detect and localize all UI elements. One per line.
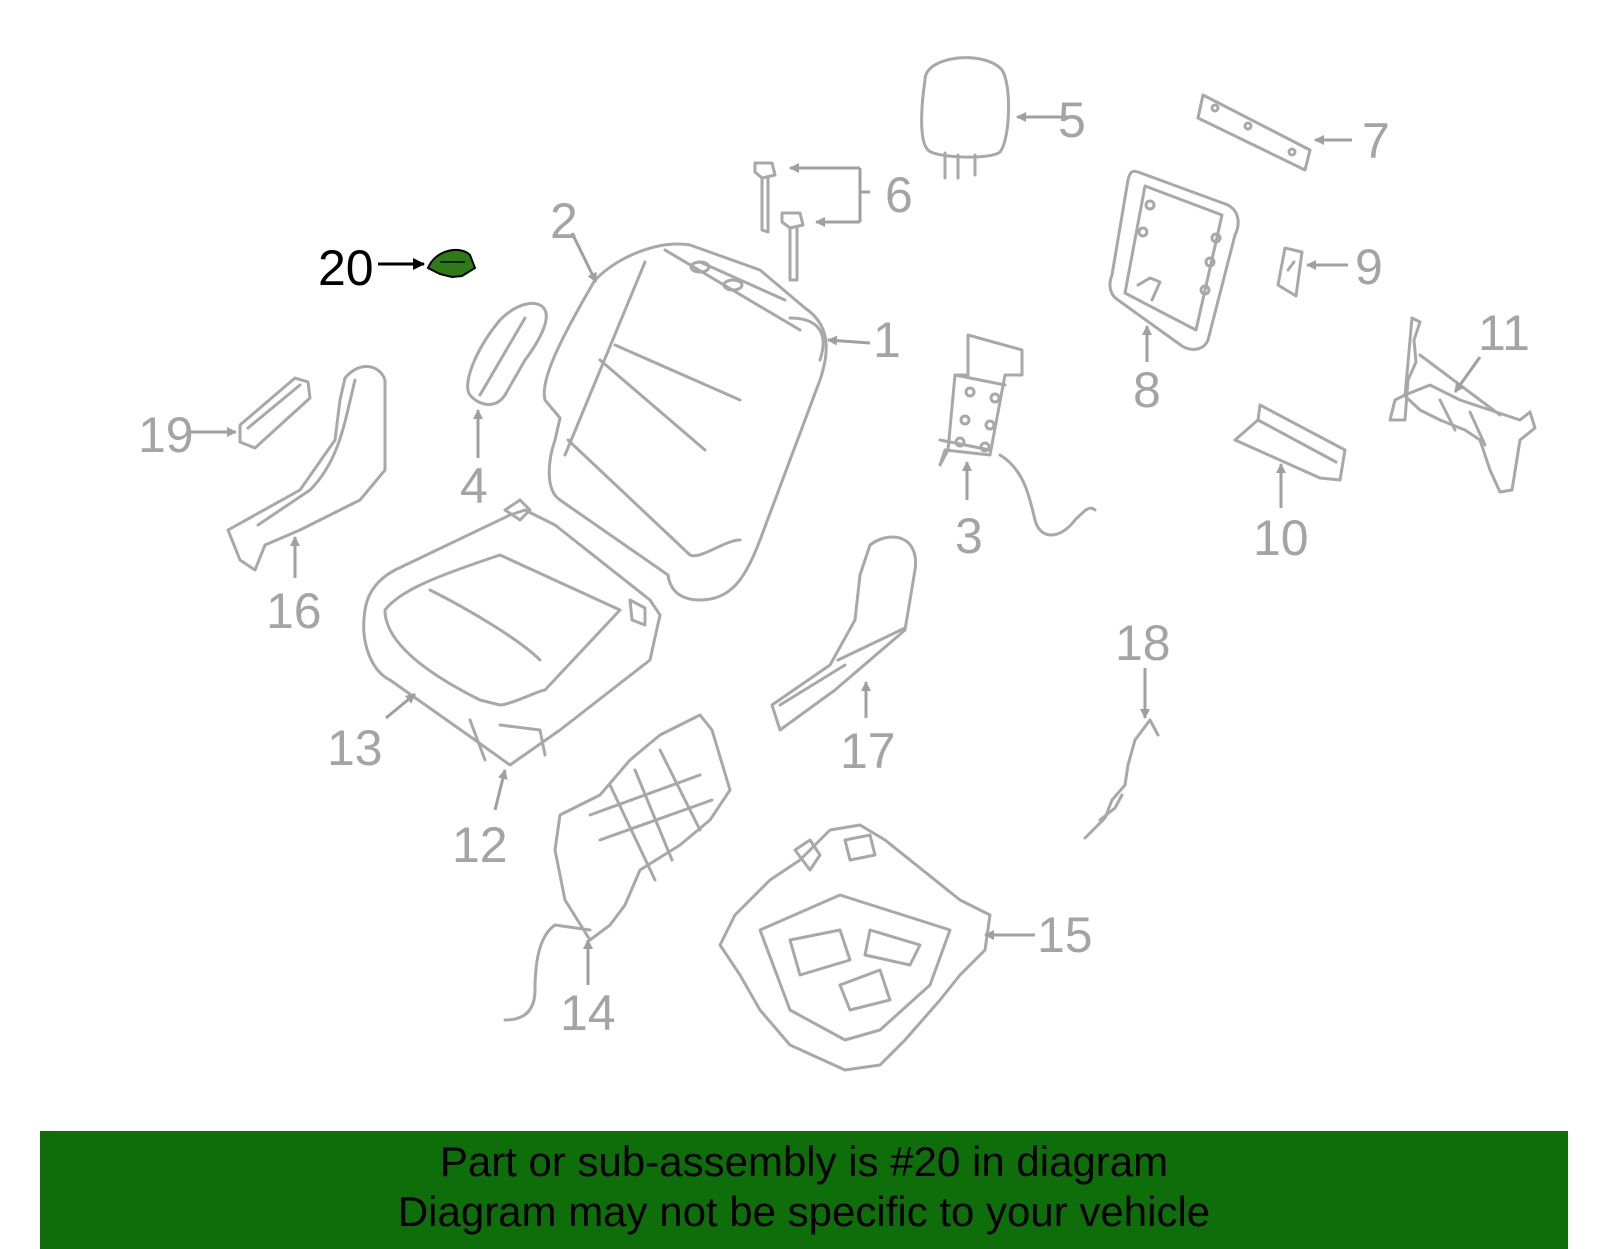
callout-7: 7 (1362, 113, 1390, 169)
callout-6: 6 (885, 167, 913, 223)
callout-8: 8 (1133, 362, 1161, 418)
callout-12: 12 (452, 817, 508, 873)
part-6-guide-pins (753, 161, 805, 282)
callout-20: 20 (318, 240, 374, 296)
leader-lines (188, 112, 1482, 985)
callout-15: 15 (1037, 907, 1093, 963)
callout-5: 5 (1058, 92, 1086, 148)
part-20-highlighted (426, 248, 477, 279)
callout-numbers: 1 2 3 4 5 6 7 8 9 10 11 12 13 14 15 16 1… (138, 92, 1530, 1041)
banner-line-1: Part or sub-assembly is #20 in diagram (439, 1138, 1169, 1185)
callout-11: 11 (1478, 305, 1530, 361)
callout-18: 18 (1115, 615, 1171, 671)
callout-16: 16 (266, 583, 322, 639)
callout-3: 3 (955, 508, 983, 564)
part-7-bracket (1196, 93, 1312, 172)
info-banner: Part or sub-assembly is #20 in diagram D… (40, 1131, 1568, 1249)
callout-13: 13 (327, 720, 383, 776)
callout-17: 17 (840, 723, 896, 779)
part-13-seat-cushion (362, 498, 662, 767)
callout-14: 14 (560, 985, 616, 1041)
part-1-back-trim (788, 316, 825, 362)
callout-10: 10 (1253, 510, 1309, 566)
callout-2: 2 (550, 193, 578, 249)
part-18-harness (1083, 718, 1160, 840)
part-14-heater-mat (503, 713, 732, 1022)
part-2-seat-back (542, 242, 828, 602)
part-17-side-trim (770, 535, 917, 732)
part-15-seat-base (718, 823, 992, 1072)
part-4-trim-pad (466, 301, 548, 406)
callout-4: 4 (460, 458, 488, 514)
callout-19: 19 (138, 407, 194, 463)
part-5-headrest (920, 56, 1010, 180)
part-16-side-shield (226, 365, 387, 572)
part-9-clip (1276, 246, 1304, 298)
part-3-module (938, 333, 1097, 537)
callout-9: 9 (1355, 239, 1383, 295)
banner-line-2: Diagram may not be specific to your vehi… (397, 1188, 1211, 1235)
part-19-cover (238, 376, 312, 450)
callout-1: 1 (873, 312, 901, 368)
part-10-plate (1233, 403, 1347, 482)
part-8-back-panel (1108, 169, 1240, 351)
